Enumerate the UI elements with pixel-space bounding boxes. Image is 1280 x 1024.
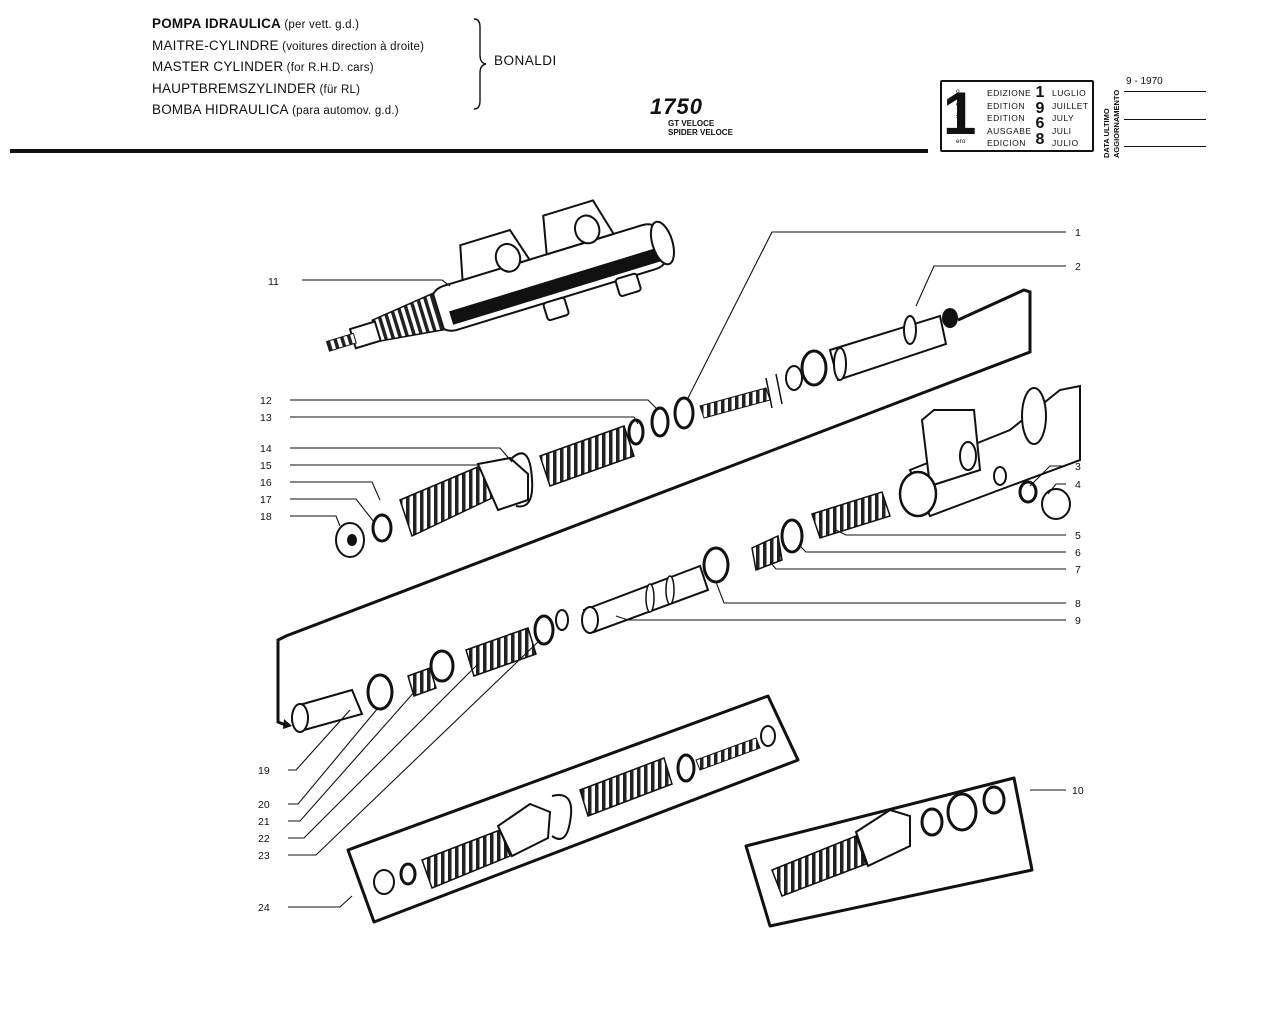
kit-10-group	[744, 776, 1034, 928]
lower-component-chain	[291, 546, 730, 733]
kit-24-group	[346, 694, 800, 924]
update-line	[1124, 146, 1206, 147]
title-line-it: POMPA IDRAULICA (per vett. g.d.)	[152, 16, 360, 31]
ref-label-21: 21	[258, 816, 270, 828]
ref-label-15: 15	[260, 460, 272, 472]
ref-label-16: 16	[260, 477, 272, 489]
ref-label-11: 11	[268, 276, 279, 288]
last-update-date: 9 - 1970	[1126, 76, 1163, 87]
edition-box	[940, 80, 1094, 152]
leader-lines	[288, 231, 1066, 908]
ref-label-7: 7	[1075, 564, 1081, 576]
ref-label-22: 22	[258, 833, 270, 845]
variant-spider-veloce: SPIDER VELOCE	[668, 128, 733, 137]
ref-label-12: 12	[260, 395, 272, 407]
edition-ordinal-suffixes: o ere st . ero	[956, 88, 966, 145]
ref-label-13: 13	[260, 412, 272, 424]
title-block: POMPA IDRAULICA (per vett. g.d.) MAITRE-…	[152, 14, 424, 122]
ref-label-20: 20	[258, 799, 270, 811]
ref-label-5: 5	[1075, 530, 1081, 542]
ref-label-23: 23	[258, 850, 270, 862]
ref-label-8: 8	[1075, 598, 1081, 610]
model-variants: GT VELOCE SPIDER VELOCE	[668, 119, 733, 137]
assembly-arrow	[283, 719, 292, 729]
ref-label-10: 10	[1072, 785, 1084, 797]
assembly-path-line	[276, 288, 1032, 728]
ref-label-17: 17	[260, 494, 272, 506]
ref-label-19: 19	[258, 765, 270, 777]
ref-label-14: 14	[260, 443, 272, 455]
ref-label-3: 3	[1075, 461, 1081, 473]
ref-label-9: 9	[1075, 615, 1081, 627]
title-line-de: HAUPTBREMSZYLINDER (für RL)	[152, 80, 361, 96]
title-line-es: BOMBA HIDRAULICA (para automov. g.d.)	[152, 102, 399, 117]
update-line	[1124, 91, 1206, 92]
upper-component-chain	[335, 308, 958, 558]
ref-label-1: 1	[1075, 227, 1081, 239]
title-brace	[473, 18, 487, 110]
master-cylinder-assembly	[325, 199, 675, 352]
edition-months: LUGLIO JUILLET JULY JULI JULIO	[1052, 88, 1089, 148]
ref-label-24: 24	[258, 902, 270, 914]
model-number: 1750	[650, 94, 703, 119]
supplier-name: BONALDI	[494, 53, 557, 68]
update-line	[1124, 119, 1206, 120]
ref-label-2: 2	[1075, 261, 1081, 273]
ref-label-18: 18	[260, 511, 272, 523]
edition-year: 1 9 6 8	[1035, 84, 1045, 148]
reference-numbers: 1 2 3 4 5 6 7 8 9 10 11 12 13 14 15 16 1…	[258, 227, 1084, 914]
ref-label-6: 6	[1075, 547, 1081, 559]
title-line-fr: MAITRE-CYLINDRE (voitures direction à dr…	[152, 37, 425, 53]
title-line-en: MASTER CYLINDER (for R.H.D. cars)	[152, 59, 374, 74]
cylinder-body-section	[751, 384, 1081, 572]
header-rule	[10, 149, 928, 153]
edition-words: EDIZIONE EDITION EDITION AUSGABE EDICION	[987, 88, 1032, 148]
edition-number: 1	[943, 80, 977, 147]
ref-label-4: 4	[1075, 479, 1081, 491]
variant-gt-veloce: GT VELOCE	[668, 119, 715, 128]
